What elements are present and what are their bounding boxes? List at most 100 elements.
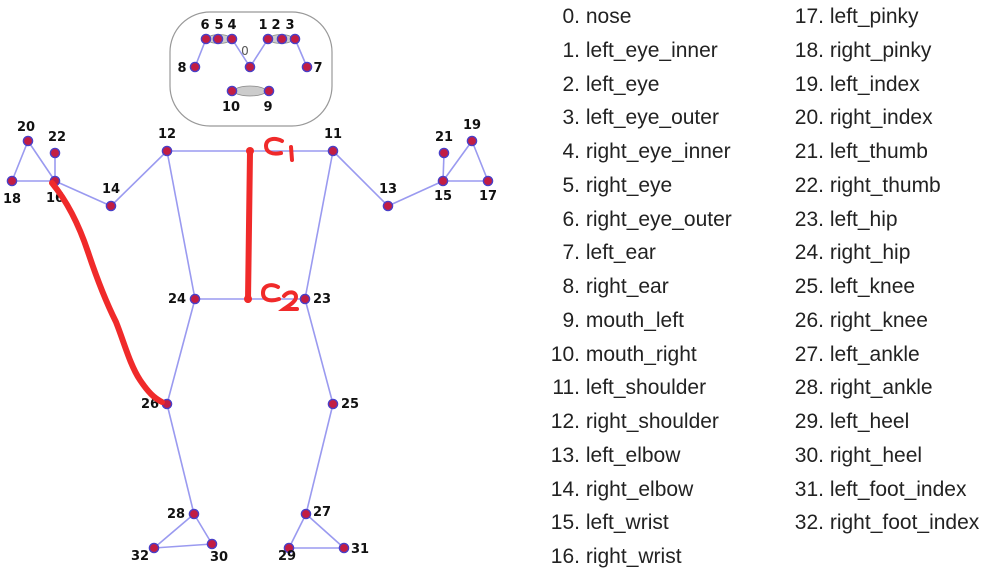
legend-item: 25. left_knee [786, 272, 979, 306]
legend-item-number: 11. [552, 376, 580, 400]
landmark-label-9: 9 [263, 100, 272, 115]
legend-item: 9. mouth_left [536, 306, 732, 340]
legend-item: 13. left_elbow [536, 441, 732, 475]
landmark-point-20 [22, 135, 34, 147]
legend-item-name: right_shoulder [585, 410, 719, 433]
legend-item-name: right_eye_inner [585, 140, 731, 163]
legend-item-name: left_eye_inner [585, 38, 718, 62]
legend-item-name: left_eye_outer [585, 106, 719, 130]
landmark-label-25: 25 [341, 397, 359, 412]
legend-item: 27. left_ankle [786, 340, 979, 374]
legend-item: 8. right_ear [536, 272, 732, 306]
landmark-point-15 [437, 175, 449, 187]
legend-item: 30. right_heel [786, 441, 979, 475]
landmark-point-31 [338, 542, 350, 554]
landmark-point-1 [262, 33, 274, 45]
landmark-label-5: 5 [214, 18, 223, 33]
legend-item-name: left_foot_index [829, 477, 967, 501]
landmark-point-13 [382, 200, 394, 212]
legend-item-name: right_index [829, 106, 933, 130]
legend-item-number: 13. [550, 443, 580, 467]
annotation-vertical-line-c1-c2 [245, 149, 253, 303]
landmark-label-19: 19 [463, 118, 481, 133]
legend-item-name: left_pinky [829, 5, 919, 28]
legend-item-name: right_thumb [829, 173, 941, 197]
landmark-point-24 [189, 293, 201, 305]
legend-item-number: 27. [794, 342, 824, 366]
legend-item-number: 0. [562, 5, 580, 28]
legend-item: 17. left_pinky [786, 2, 979, 36]
connection-0-4 [231, 38, 251, 68]
landmark-point-32 [148, 542, 160, 554]
legend-item-number: 32. [794, 511, 824, 535]
legend-item: 12. right_shoulder [536, 407, 732, 441]
landmark-label-3: 3 [285, 18, 294, 33]
connection-12-14 [110, 150, 168, 207]
landmark-label-4: 4 [227, 18, 236, 33]
legend-item-number: 7. [562, 241, 580, 265]
landmark-point-5 [212, 33, 224, 45]
legend-item-number: 30. [794, 443, 824, 467]
landmark-point-9 [263, 85, 275, 97]
connection-28-32 [153, 513, 195, 549]
connection-30-32 [153, 543, 213, 549]
landmark-point-3 [289, 33, 301, 45]
legend-item: 7. left_ear [536, 238, 732, 272]
landmark-label-2: 2 [271, 18, 280, 33]
legend-item-name: right_ear [585, 275, 669, 298]
landmark-label-0: 0 [241, 44, 249, 58]
legend-item-name: right_foot_index [829, 511, 980, 535]
landmark-label-13: 13 [379, 182, 397, 197]
landmark-label-23: 23 [313, 292, 331, 307]
landmark-label-21: 21 [435, 130, 453, 145]
landmark-label-1: 1 [258, 18, 267, 33]
legend-item: 23. left_hip [786, 205, 979, 239]
connection-11-23 [304, 150, 334, 300]
connection-13-15 [387, 180, 444, 207]
legend-item-number: 18. [794, 38, 824, 62]
landmark-point-19 [466, 135, 478, 147]
landmark-label-10: 10 [222, 100, 240, 115]
legend-item: 31. left_foot_index [786, 475, 979, 509]
legend-item-number: 6. [562, 207, 580, 231]
landmark-label-31: 31 [351, 542, 369, 557]
legend-item: 11. left_shoulder [536, 373, 732, 407]
landmark-point-21 [438, 147, 450, 159]
landmark-point-12 [161, 145, 173, 157]
legend-item: 15. left_wrist [536, 508, 732, 542]
landmark-point-22 [49, 147, 61, 159]
connection-18-20 [11, 140, 29, 182]
legend-item-name: right_wrist [585, 545, 682, 568]
connection-15-19 [442, 140, 473, 182]
landmark-point-4 [226, 33, 238, 45]
legend-item: 14. right_elbow [536, 475, 732, 509]
landmark-point-28 [188, 508, 200, 520]
legend-item-name: right_elbow [585, 477, 694, 501]
legend-item: 10. mouth_right [536, 340, 732, 374]
legend-item: 2. left_eye [536, 70, 732, 104]
legend-item-name: mouth_right [585, 342, 697, 366]
connection-0-1 [249, 38, 269, 68]
connection-25-27 [305, 403, 334, 515]
connection-17-19 [471, 140, 489, 182]
legend-item-number: 16. [550, 545, 580, 568]
legend-item: 5. right_eye [536, 171, 732, 205]
landmark-label-12: 12 [158, 127, 176, 142]
legend-item-name: right_eye [585, 173, 673, 197]
legend-item-number: 25. [794, 275, 824, 298]
annotation-c1-dot [246, 147, 254, 155]
legend-item-name: left_wrist [585, 511, 669, 535]
landmark-point-29 [283, 542, 295, 554]
landmark-label-7: 7 [313, 61, 322, 76]
landmark-point-7 [301, 61, 313, 73]
legend-item-number: 12. [550, 410, 580, 433]
annotation-c1-glyph [263, 136, 294, 162]
landmark-point-11 [327, 145, 339, 157]
legend-item: 3. left_eye_outer [536, 103, 732, 137]
legend-item-number: 14. [550, 477, 580, 501]
landmark-points [6, 33, 494, 554]
legend-item: 32. right_foot_index [786, 508, 980, 542]
legend-item: 0. nose [536, 2, 732, 36]
